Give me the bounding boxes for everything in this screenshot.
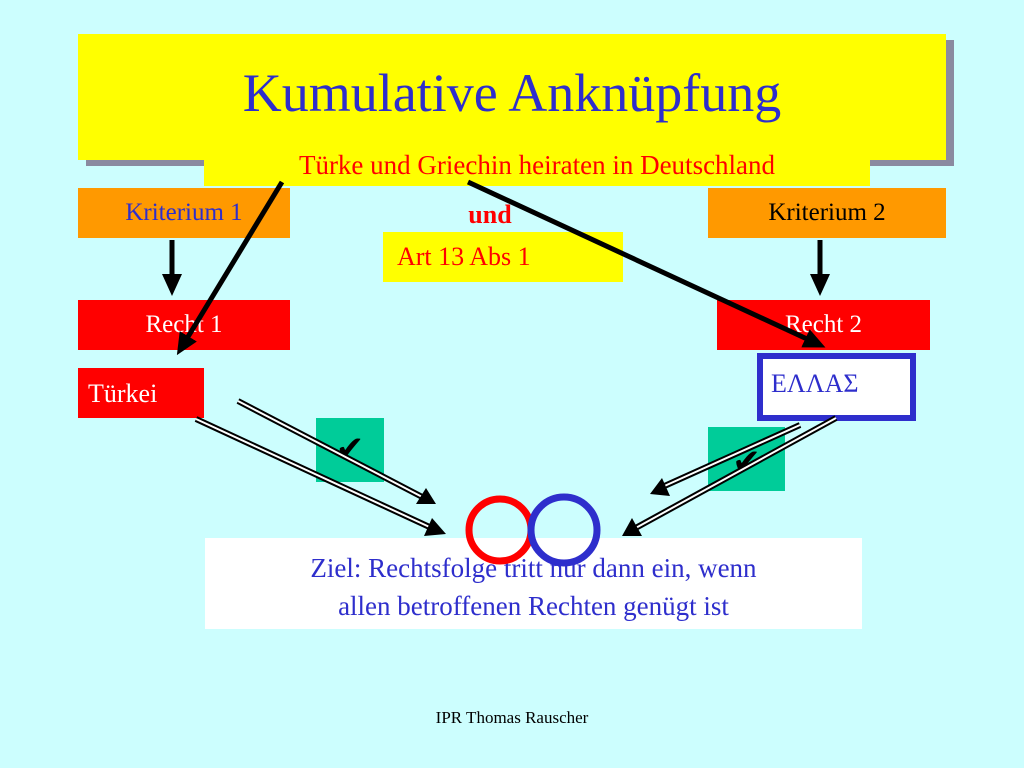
country-greece-box: ΕΛΛΑΣ bbox=[757, 353, 916, 421]
goal-box: Ziel: Rechtsfolge tritt nur dann ein, we… bbox=[205, 538, 862, 629]
footer-credit: IPR Thomas Rauscher bbox=[435, 708, 589, 727]
subtitle: Türke und Griechin heiraten in Deutschla… bbox=[204, 146, 870, 186]
country-turkey-box: Türkei bbox=[78, 368, 204, 418]
check-icon-right: ✔ bbox=[708, 427, 785, 491]
article-box: Art 13 Abs 1 bbox=[383, 232, 623, 282]
connector-und: und bbox=[468, 200, 512, 229]
criterion-2-box: Kriterium 2 bbox=[708, 188, 946, 238]
goal-line-2: allen betroffenen Rechten genügt ist bbox=[338, 591, 729, 621]
law-2-box: Recht 2 bbox=[717, 300, 930, 350]
check-icon-left: ✔ bbox=[316, 418, 384, 482]
slide-title: Kumulative Anknüpfung bbox=[242, 63, 782, 123]
criterion-1-box: Kriterium 1 bbox=[78, 188, 290, 238]
law-1-box: Recht 1 bbox=[78, 300, 290, 350]
goal-line-1: Ziel: Rechtsfolge tritt nur dann ein, we… bbox=[310, 553, 757, 583]
title-box bbox=[78, 34, 946, 160]
